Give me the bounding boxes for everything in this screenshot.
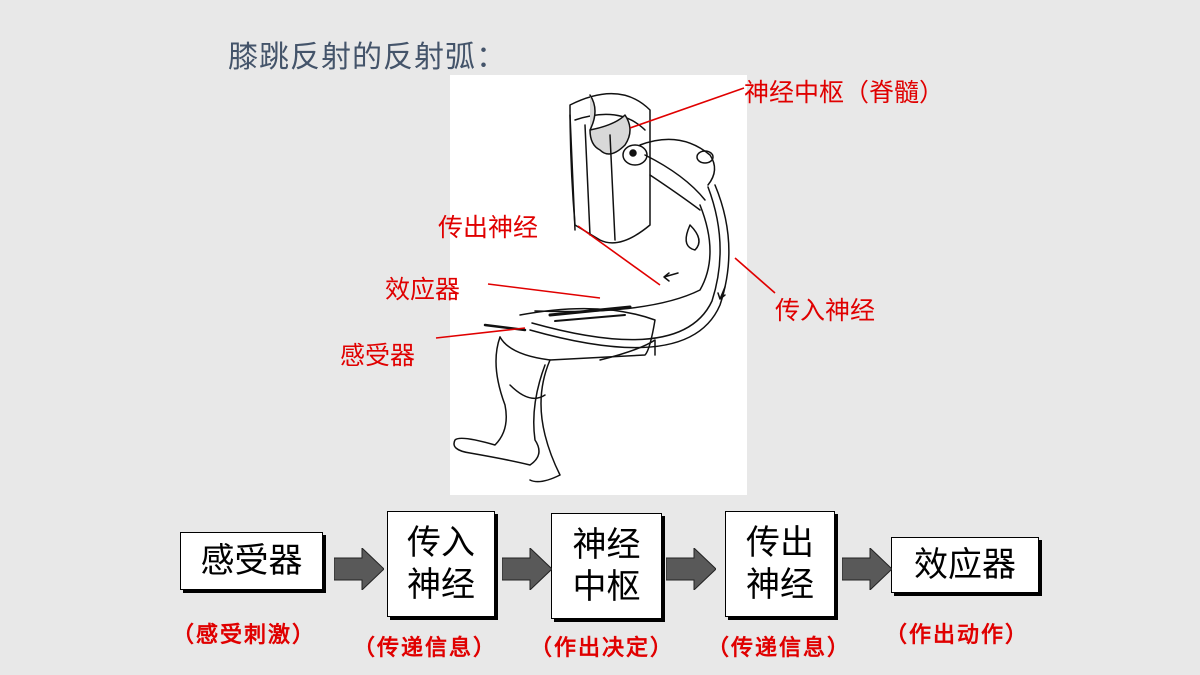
flow-arrow-icon bbox=[334, 548, 384, 590]
flow-box-efferent: 传出 神经 bbox=[725, 511, 835, 617]
flow-caption-center: （作出决定） bbox=[530, 636, 675, 661]
flow-caption-efferent: （传递信息） bbox=[707, 636, 852, 661]
flow-box-text: 效应器 bbox=[914, 545, 1016, 585]
flow-arrow-icon bbox=[502, 548, 552, 590]
flow-arrow-icon bbox=[842, 548, 892, 590]
label-effector: 效应器 bbox=[385, 275, 461, 304]
flow-caption-effector: （作出动作） bbox=[885, 623, 1030, 648]
label-afferent-nerve: 传入神经 bbox=[775, 296, 876, 325]
flow-caption-afferent: （传递信息） bbox=[353, 636, 498, 661]
flow-box-text: 神经 bbox=[572, 525, 641, 565]
flow-arrow-icon bbox=[666, 548, 716, 590]
flow-caption-receptor: （感受刺激） bbox=[172, 623, 317, 648]
flow-box-effector: 效应器 bbox=[891, 537, 1039, 593]
flow-box-text: 感受器 bbox=[200, 541, 303, 581]
flow-box-text: 传入 bbox=[407, 523, 475, 563]
flow-box-text: 神经 bbox=[407, 565, 475, 605]
reflex-arc-illustration bbox=[450, 75, 747, 495]
flow-box-receptor: 感受器 bbox=[180, 532, 323, 590]
page-title: 膝跳反射的反射弧： bbox=[228, 40, 507, 75]
label-efferent-nerve: 传出神经 bbox=[438, 213, 539, 242]
flow-box-afferent: 传入 神经 bbox=[387, 511, 495, 617]
flow-box-text: 传出 bbox=[746, 523, 814, 563]
flow-box-text: 中枢 bbox=[572, 567, 641, 607]
knee-jerk-drawing bbox=[453, 93, 730, 483]
flow-box-text: 神经 bbox=[746, 565, 814, 605]
label-receptor: 感受器 bbox=[340, 341, 416, 370]
label-nerve-center: 神经中枢（脊髓） bbox=[744, 78, 945, 107]
flow-box-center: 神经 中枢 bbox=[551, 513, 662, 619]
